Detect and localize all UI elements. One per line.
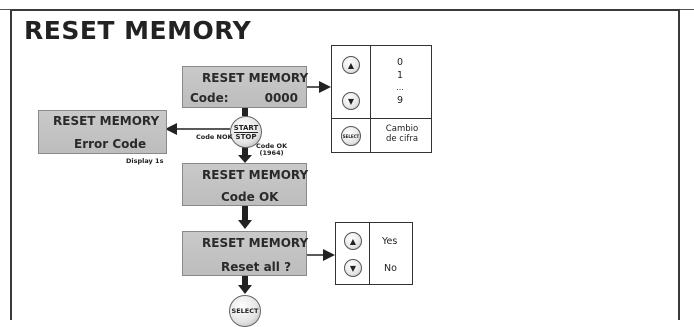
code-nok-label: Code NOK bbox=[196, 133, 233, 141]
down-arrow-icon: ▼ bbox=[347, 96, 355, 106]
no-down-arrow-button[interactable]: ▼ bbox=[344, 259, 362, 277]
change-digit-text-line1: Cambio bbox=[385, 124, 419, 134]
lcd-error-title: RESET MEMORY bbox=[53, 114, 160, 128]
lcd-reset-all-message: Reset all ? bbox=[221, 260, 292, 274]
arrow-head-code-ok bbox=[238, 155, 252, 163]
lcd-code-entry-value: 0000 bbox=[264, 91, 298, 105]
lcd-reset-all: RESET MEMORY Reset all ? bbox=[182, 231, 309, 276]
digit-value-9: 9 bbox=[396, 95, 404, 106]
confirm-no-text: No bbox=[384, 263, 397, 274]
digit-value-ellipsis: ... bbox=[396, 83, 404, 92]
digit-value-1: 1 bbox=[396, 70, 404, 81]
digit-panel-divider-h bbox=[332, 118, 431, 119]
lcd-reset-all-title: RESET MEMORY bbox=[202, 236, 309, 250]
lcd-code-entry-label: Code: bbox=[190, 91, 229, 105]
up-arrow-icon: ▲ bbox=[347, 60, 355, 70]
up-arrow-icon: ▲ bbox=[349, 236, 357, 246]
down-arrow-button[interactable]: ▼ bbox=[342, 92, 360, 110]
lcd-error: RESET MEMORY Error Code bbox=[38, 110, 167, 154]
down-arrow-icon: ▼ bbox=[349, 263, 357, 273]
start-stop-top-label: START bbox=[233, 123, 259, 133]
arrow-head-select bbox=[238, 285, 252, 294]
up-arrow-button[interactable]: ▲ bbox=[342, 56, 360, 74]
lcd-code-ok-message: Code OK bbox=[221, 190, 279, 204]
start-stop-button[interactable]: START STOP bbox=[230, 116, 262, 148]
lcd-error-message: Error Code bbox=[74, 137, 147, 151]
code-ok-label-line1: Code OK bbox=[256, 142, 288, 150]
select-small-button[interactable]: SELECT bbox=[341, 126, 361, 146]
change-digit-text-line2: de cifra bbox=[385, 134, 419, 144]
code-ok-label-line2: (1964) bbox=[259, 149, 284, 157]
code-ok-label: Code OK (1964) bbox=[256, 143, 287, 157]
flow-arrows bbox=[165, 81, 335, 294]
change-digit-text: Cambio de cifra bbox=[372, 124, 432, 144]
display-time-label: Display 1s bbox=[126, 157, 164, 165]
confirm-panel: ▲ ▼ Yes No bbox=[335, 222, 413, 285]
lcd-code-ok-title: RESET MEMORY bbox=[202, 168, 309, 182]
lcd-code-ok: RESET MEMORY Code OK bbox=[182, 163, 309, 206]
lcd-code-entry-title: RESET MEMORY bbox=[202, 71, 309, 85]
select-button[interactable]: SELECT bbox=[229, 295, 261, 327]
diagram-frame bbox=[10, 9, 680, 320]
confirm-panel-divider-v bbox=[369, 223, 370, 284]
select-button-label: SELECT bbox=[231, 307, 259, 315]
digit-panel-divider-v bbox=[370, 46, 371, 152]
arrow-head-reset-all bbox=[238, 220, 252, 229]
page-title: RESET MEMORY bbox=[24, 16, 252, 45]
digit-panel: ▲ ▼ 0 1 ... 9 SELECT Cambio de cifra bbox=[331, 45, 432, 153]
lcd-code-entry: RESET MEMORY Code: 0000 bbox=[182, 66, 309, 108]
confirm-yes-text: Yes bbox=[382, 236, 398, 247]
start-stop-bottom-label: STOP bbox=[235, 132, 257, 141]
yes-up-arrow-button[interactable]: ▲ bbox=[344, 232, 362, 250]
select-small-button-label: SELECT bbox=[342, 133, 360, 139]
digit-value-0: 0 bbox=[396, 57, 404, 68]
